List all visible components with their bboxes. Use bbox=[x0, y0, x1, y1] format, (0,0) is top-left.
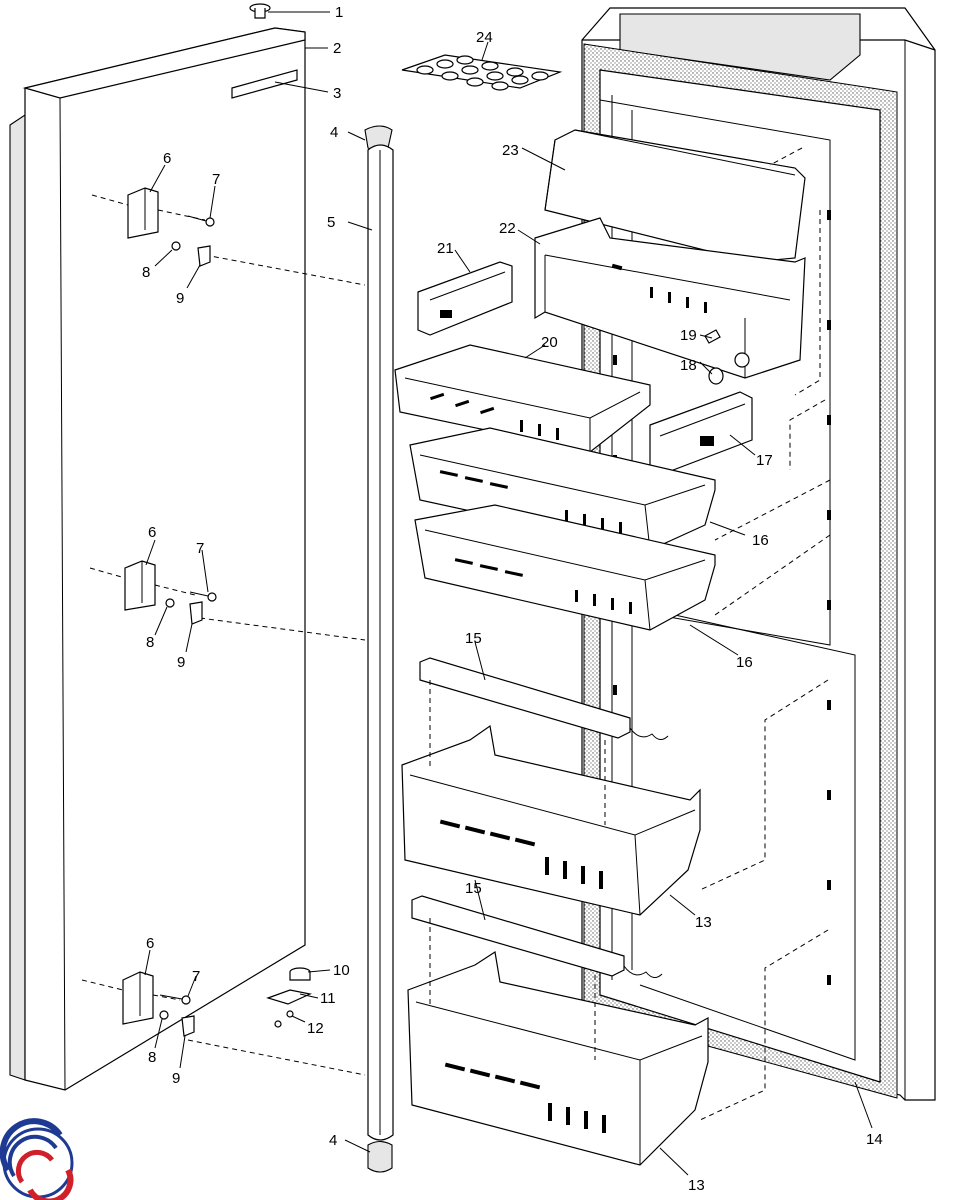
callout-21: 21 bbox=[437, 240, 454, 257]
callout-24: 24 bbox=[476, 29, 493, 46]
callout-15-lower: 15 bbox=[465, 880, 482, 897]
hinge-screw-lower bbox=[159, 994, 191, 1005]
dairy-compartment bbox=[534, 217, 806, 379]
callout-3: 3 bbox=[333, 85, 341, 102]
lower-hinge-plate bbox=[266, 989, 312, 1005]
door-stop-bracket-lower bbox=[181, 1015, 195, 1037]
callout-7-middle: 7 bbox=[196, 540, 204, 557]
large-door-bin-lower bbox=[407, 950, 709, 1166]
callout-9-middle: 9 bbox=[177, 654, 185, 671]
callout-19: 19 bbox=[680, 327, 697, 344]
mounting-guide-lines bbox=[429, 147, 831, 1121]
callout-8-lower: 8 bbox=[148, 1049, 156, 1066]
brand-logo bbox=[0, 1118, 74, 1200]
callout-7-lower: 7 bbox=[192, 968, 200, 985]
callout-23: 23 bbox=[502, 142, 519, 159]
callout-9-upper: 9 bbox=[176, 290, 184, 307]
door-handle bbox=[367, 144, 394, 1141]
washer-middle bbox=[165, 598, 175, 608]
dairy-compartment-lid bbox=[544, 129, 806, 263]
door-stop-bracket-upper bbox=[197, 245, 211, 267]
dairy-hinge-pin bbox=[704, 329, 721, 344]
dairy-knob bbox=[708, 367, 724, 385]
callout-10: 10 bbox=[333, 962, 350, 979]
callout-8-middle: 8 bbox=[146, 634, 154, 651]
crisper-drawer bbox=[394, 344, 651, 453]
callout-5: 5 bbox=[327, 214, 335, 231]
hinge-block-middle bbox=[89, 560, 366, 641]
top-hinge-pin bbox=[249, 3, 271, 19]
callout-4-top: 4 bbox=[330, 124, 338, 141]
callout-16-upper: 16 bbox=[752, 532, 769, 549]
callout-15-upper: 15 bbox=[465, 630, 482, 647]
callout-17: 17 bbox=[756, 452, 773, 469]
callout-11: 11 bbox=[320, 990, 336, 1007]
lower-hinge-screws bbox=[274, 1010, 294, 1028]
callout-7-upper: 7 bbox=[212, 171, 220, 188]
door-bin-lower bbox=[414, 504, 716, 631]
callout-14: 14 bbox=[866, 1131, 883, 1148]
callout-numbers: 1 2 3 4 5 6 7 8 9 6 7 8 9 6 7 8 9 10 11 … bbox=[142, 4, 883, 1194]
callout-1: 1 bbox=[335, 4, 343, 21]
washer-lower bbox=[159, 1010, 169, 1020]
shelf-bracket-left bbox=[417, 261, 513, 336]
outer-door-panel bbox=[9, 27, 306, 1091]
callout-6-lower: 6 bbox=[146, 935, 154, 952]
callout-6-middle: 6 bbox=[148, 524, 156, 541]
hinge-block-lower bbox=[81, 971, 366, 1076]
bin-retainer-bar-upper bbox=[419, 657, 669, 740]
callout-6-upper: 6 bbox=[163, 150, 171, 167]
washer-upper bbox=[171, 241, 181, 251]
door-stop-bracket-middle bbox=[189, 601, 203, 625]
callout-8-upper: 8 bbox=[142, 264, 150, 281]
callout-13-lower: 13 bbox=[688, 1177, 705, 1194]
callout-16-lower: 16 bbox=[736, 654, 753, 671]
callout-2: 2 bbox=[333, 40, 341, 57]
bin-retainer-bar-lower bbox=[411, 895, 663, 978]
callout-4-bottom: 4 bbox=[329, 1132, 337, 1149]
callout-9-lower: 9 bbox=[172, 1070, 180, 1087]
callout-18: 18 bbox=[680, 357, 697, 374]
callout-20: 20 bbox=[541, 334, 558, 351]
callout-leaders bbox=[144, 11, 873, 1176]
lower-hinge-bushing bbox=[289, 967, 311, 981]
door-bin-upper bbox=[409, 427, 716, 551]
handle-end-cap-bottom bbox=[367, 1140, 393, 1173]
callout-12: 12 bbox=[307, 1020, 324, 1037]
egg-tray bbox=[401, 54, 563, 91]
callout-13-upper: 13 bbox=[695, 914, 712, 931]
callout-22: 22 bbox=[499, 220, 516, 237]
large-door-bin-upper bbox=[401, 724, 701, 916]
hinge-screw-middle bbox=[189, 591, 217, 602]
